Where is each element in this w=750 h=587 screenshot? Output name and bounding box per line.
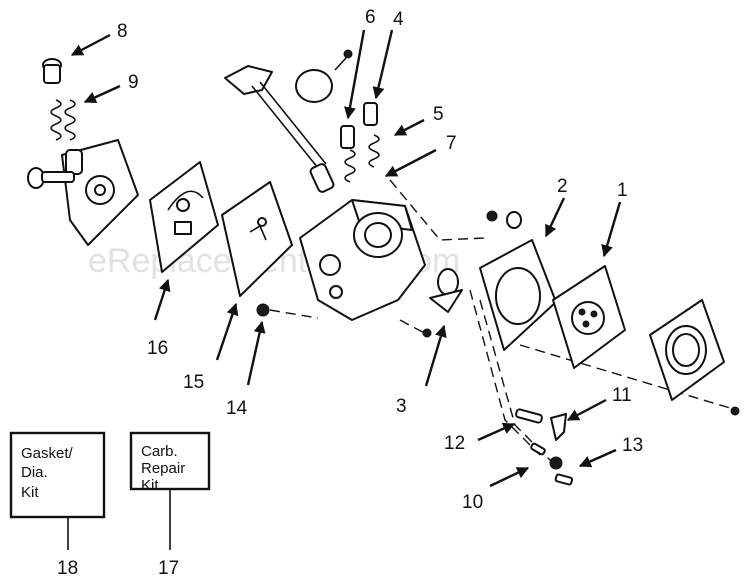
callout-8: 8 [117,21,128,42]
callout-12: 12 [444,433,465,454]
part-12-spring [515,408,543,424]
part-10-pin [530,442,574,486]
callout-10: 10 [462,492,483,513]
repair-kit-label-line-1: Carb. [141,443,178,460]
part-4-needle [363,102,378,126]
part-13-screw [549,456,563,470]
callout-9: 9 [128,72,139,93]
part-9-spring [50,99,76,141]
callout-4: 4 [393,9,404,30]
leader-arrows [70,29,622,488]
gasket-kit-box: Gasket/ Dia. Kit [9,431,106,550]
callout-1: 1 [617,180,628,201]
callout-18: 18 [57,558,78,579]
callout-14: 14 [226,398,248,419]
gasket-kit-label-line-2: Dia. [21,464,48,481]
part-6-needle [340,125,355,149]
callout-3: 3 [396,396,407,417]
callout-11: 11 [612,385,632,406]
callout-6: 6 [365,7,376,28]
part-8-screw [42,58,62,84]
repair-kit-label-line-2: Repair [141,460,185,477]
part-3-fitting [429,268,463,313]
part-14-ball [256,303,270,317]
part-1-diaphragm [552,265,626,369]
part-16-gasket [149,161,219,273]
callout-16: 16 [147,338,168,359]
gasket-kit-label-line-1: Gasket/ [21,445,74,462]
part-15-diaphragm [221,181,293,297]
repair-kit-box: Carb. Repair Kit [129,431,211,550]
pump-cover [61,139,139,246]
part-7-spring [344,149,356,183]
callout-15: 15 [183,372,204,393]
throttle-shaft [224,65,335,193]
callout-17: 17 [158,558,179,579]
part-5-spring [368,134,380,168]
part-2-gasket [479,239,557,351]
part-11-lever [550,413,567,441]
carburetor-body [299,199,432,338]
metering-cover [649,299,740,416]
repair-kit-label-line-3: Kit [141,477,159,494]
fitting [486,210,522,229]
throttle-plate [295,49,353,103]
callout-7: 7 [446,133,457,154]
callout-numbers: 8 9 6 4 5 7 2 1 16 15 14 3 11 12 13 10 1… [57,7,643,579]
gasket-kit-label-line-3: Kit [21,484,39,501]
side-screw [27,167,75,189]
callout-13: 13 [622,435,643,456]
callout-2: 2 [557,176,568,197]
callout-5: 5 [433,104,444,125]
